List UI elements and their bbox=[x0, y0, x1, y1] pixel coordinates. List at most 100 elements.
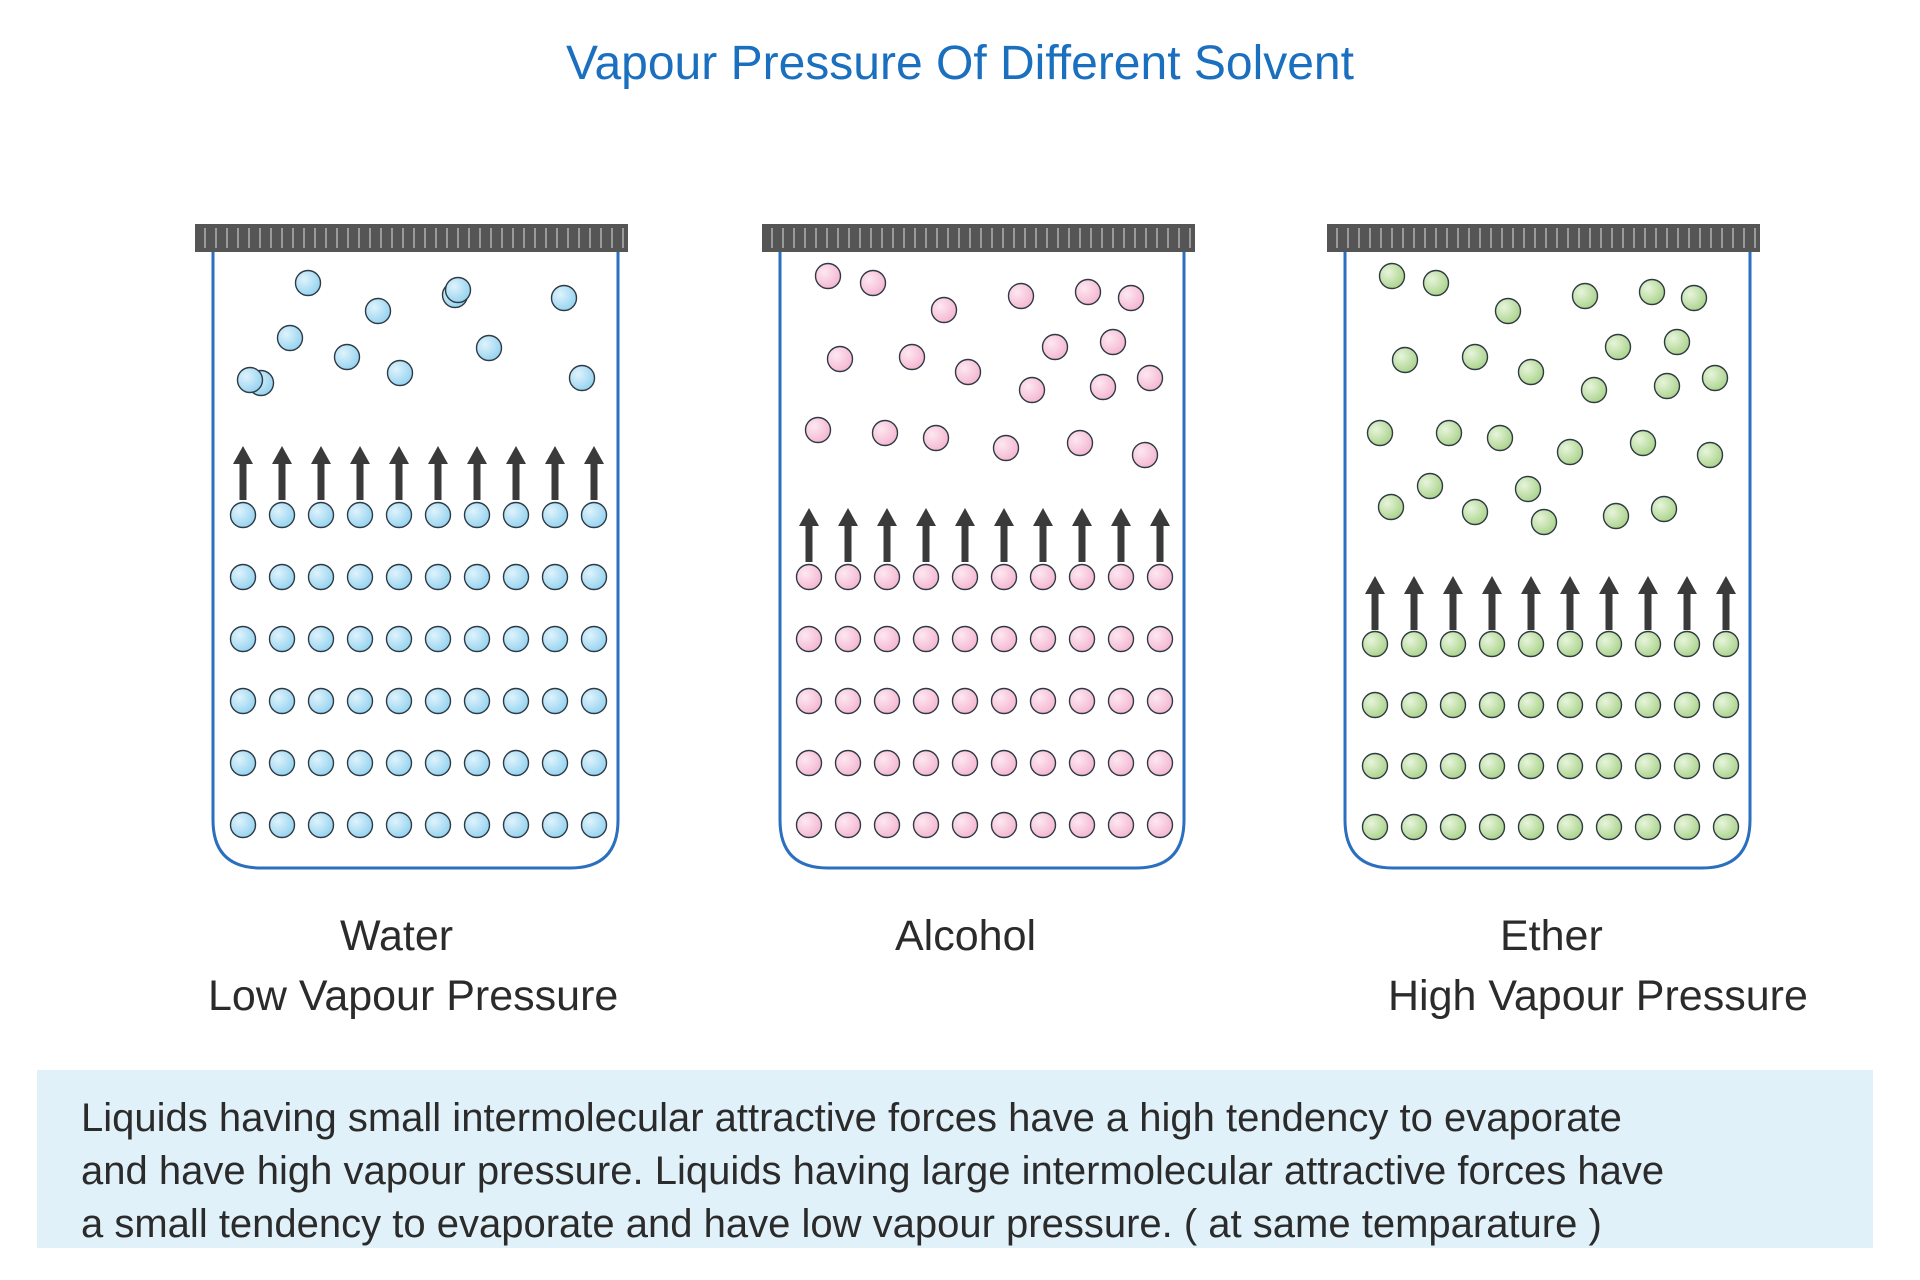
arrow-head bbox=[467, 446, 487, 464]
liquid-particle bbox=[1068, 811, 1096, 839]
vapour-particle bbox=[236, 366, 264, 394]
vapour-particle bbox=[1629, 429, 1657, 457]
vapour-particle bbox=[1604, 333, 1632, 361]
liquid-particle bbox=[463, 625, 491, 653]
liquid-particle bbox=[834, 811, 862, 839]
liquid-particle bbox=[1029, 563, 1057, 591]
liquid-particle bbox=[1478, 752, 1506, 780]
liquid-particle bbox=[307, 749, 335, 777]
liquid-particle bbox=[1068, 625, 1096, 653]
liquid-particle bbox=[873, 749, 901, 777]
liquid-particle bbox=[346, 501, 374, 529]
liquid-particle bbox=[502, 563, 530, 591]
liquid-particle bbox=[541, 625, 569, 653]
up-arrow bbox=[994, 508, 1014, 562]
caption-line: and have high vapour pressure. Liquids h… bbox=[81, 1149, 1665, 1193]
liquid-particle bbox=[795, 687, 823, 715]
liquid-particle bbox=[912, 811, 940, 839]
vapour-particle bbox=[1378, 262, 1406, 290]
liquid-particle bbox=[463, 563, 491, 591]
up-arrow bbox=[1677, 576, 1697, 630]
liquid-particle bbox=[229, 501, 257, 529]
liquid-particle bbox=[951, 563, 979, 591]
vapour-particle bbox=[1377, 493, 1405, 521]
vapour-particle bbox=[1136, 364, 1164, 392]
vapour-particle bbox=[475, 334, 503, 362]
liquid-particle bbox=[873, 563, 901, 591]
arrow-head bbox=[1111, 508, 1131, 526]
liquid-particle bbox=[307, 687, 335, 715]
arrow-head bbox=[584, 446, 604, 464]
beaker-water-name: Water bbox=[340, 912, 454, 960]
liquid-particle bbox=[1517, 813, 1545, 841]
liquid-particle bbox=[1712, 752, 1740, 780]
liquid-particle bbox=[1029, 811, 1057, 839]
liquid-particle bbox=[541, 563, 569, 591]
up-arrow bbox=[1521, 576, 1541, 630]
beaker-alcohol bbox=[762, 224, 1195, 870]
caption-line: Liquids having small intermolecular attr… bbox=[81, 1096, 1622, 1140]
liquid-particle bbox=[385, 811, 413, 839]
arrow-head bbox=[311, 446, 331, 464]
arrow-head bbox=[1404, 576, 1424, 594]
liquid-particle bbox=[990, 625, 1018, 653]
up-arrow bbox=[916, 508, 936, 562]
vapour-particle bbox=[1099, 328, 1127, 356]
arrow-head bbox=[1443, 576, 1463, 594]
liquid-particle bbox=[1595, 630, 1623, 658]
liquid-particle bbox=[385, 687, 413, 715]
liquid-particles bbox=[1361, 630, 1740, 841]
vapour-particle bbox=[1089, 373, 1117, 401]
up-arrow bbox=[1033, 508, 1053, 562]
up-arrow bbox=[955, 508, 975, 562]
liquid-particle bbox=[1439, 813, 1467, 841]
liquid-particle bbox=[502, 625, 530, 653]
arrow-head bbox=[994, 508, 1014, 526]
vapour-particle bbox=[550, 284, 578, 312]
vapour-particle bbox=[1074, 278, 1102, 306]
up-arrow bbox=[799, 508, 819, 562]
up-arrow bbox=[1599, 576, 1619, 630]
liquid-particle bbox=[1517, 630, 1545, 658]
liquid-particle bbox=[1634, 752, 1662, 780]
vapour-particle bbox=[1680, 284, 1708, 312]
liquid-particle bbox=[1712, 813, 1740, 841]
liquid-particle bbox=[795, 563, 823, 591]
liquid-particle bbox=[1107, 811, 1135, 839]
arrow-head bbox=[1072, 508, 1092, 526]
liquid-particle bbox=[1107, 563, 1135, 591]
liquid-particle bbox=[1146, 811, 1174, 839]
liquid-particle bbox=[424, 811, 452, 839]
liquid-particle bbox=[502, 811, 530, 839]
liquid-particle bbox=[307, 811, 335, 839]
liquid-particle bbox=[268, 563, 296, 591]
liquid-particle bbox=[268, 625, 296, 653]
vapour-particle bbox=[814, 262, 842, 290]
liquid-particle bbox=[834, 687, 862, 715]
up-arrow bbox=[545, 446, 565, 500]
liquid-particle bbox=[346, 749, 374, 777]
liquid-particle bbox=[580, 563, 608, 591]
lid-body bbox=[762, 224, 1195, 252]
beaker-outline bbox=[211, 252, 620, 870]
up-arrow bbox=[1404, 576, 1424, 630]
liquid-particle bbox=[873, 625, 901, 653]
vapour-particle bbox=[386, 359, 414, 387]
up-arrow bbox=[389, 446, 409, 500]
liquid-particles bbox=[795, 563, 1174, 839]
vapour-particle bbox=[1007, 282, 1035, 310]
arrow-head bbox=[272, 446, 292, 464]
liquid-particle bbox=[463, 811, 491, 839]
liquid-particle bbox=[951, 687, 979, 715]
liquid-particle bbox=[912, 563, 940, 591]
liquid-particle bbox=[795, 625, 823, 653]
liquid-particle bbox=[229, 563, 257, 591]
arrow-head bbox=[1599, 576, 1619, 594]
liquid-particle bbox=[912, 749, 940, 777]
lid-body bbox=[195, 224, 628, 252]
liquid-particle bbox=[229, 687, 257, 715]
vapour-particle bbox=[1416, 472, 1444, 500]
beaker-lid bbox=[762, 224, 1195, 252]
liquid-particle bbox=[834, 563, 862, 591]
